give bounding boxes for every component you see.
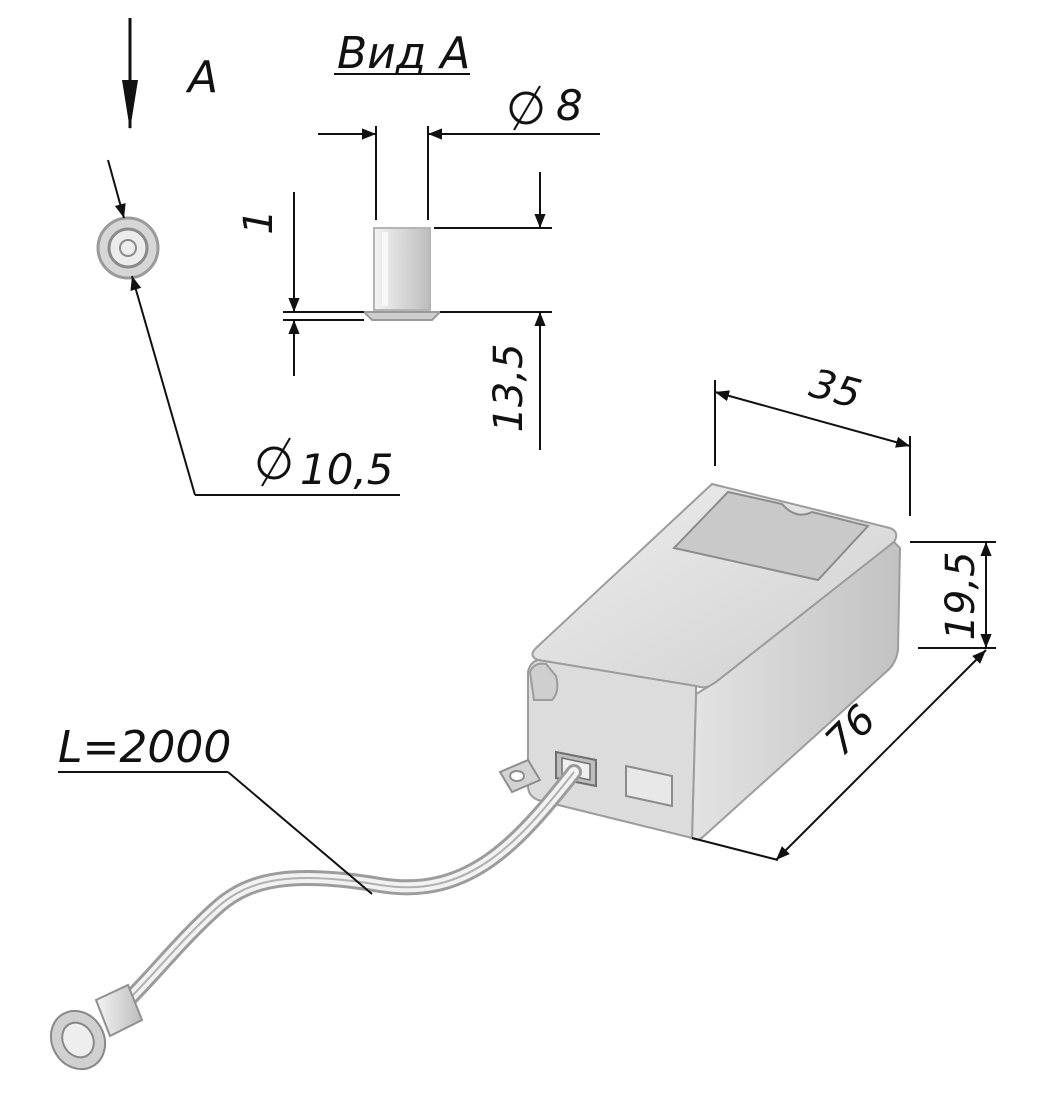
- cable-length-leader: [58, 771, 373, 895]
- sensor-cable: [110, 764, 582, 1018]
- diameter-8-value: 8: [556, 81, 583, 130]
- dim-1-dimension: 1: [236, 192, 364, 376]
- dim-19-5-value: 19,5: [938, 551, 984, 640]
- sensor-top-view: [96, 216, 160, 280]
- dim-1-value: 1: [236, 209, 282, 234]
- sensor-end: [49, 983, 144, 1071]
- diameter-10-5-value: 10,5: [300, 445, 394, 494]
- diameter-10-5-dimension: 10,5: [257, 437, 394, 494]
- view-a-title: Вид А: [337, 28, 470, 79]
- dim-35-dimension: 35: [714, 361, 911, 516]
- dim-35-value: 35: [805, 361, 866, 419]
- diameter-8-dimension: 8: [318, 81, 600, 220]
- cable-length-label: L=2000: [58, 722, 231, 773]
- view-a-label: A: [185, 52, 218, 103]
- diameter-10-5-leader: [107, 159, 400, 496]
- dim-13-5-value: 13,5: [486, 343, 532, 432]
- dim-13-5-dimension: 13,5: [434, 172, 552, 450]
- sensor-side-view: [361, 227, 443, 321]
- view-a-arrow: [122, 18, 138, 130]
- dim-19-5-dimension: 19,5: [910, 541, 996, 649]
